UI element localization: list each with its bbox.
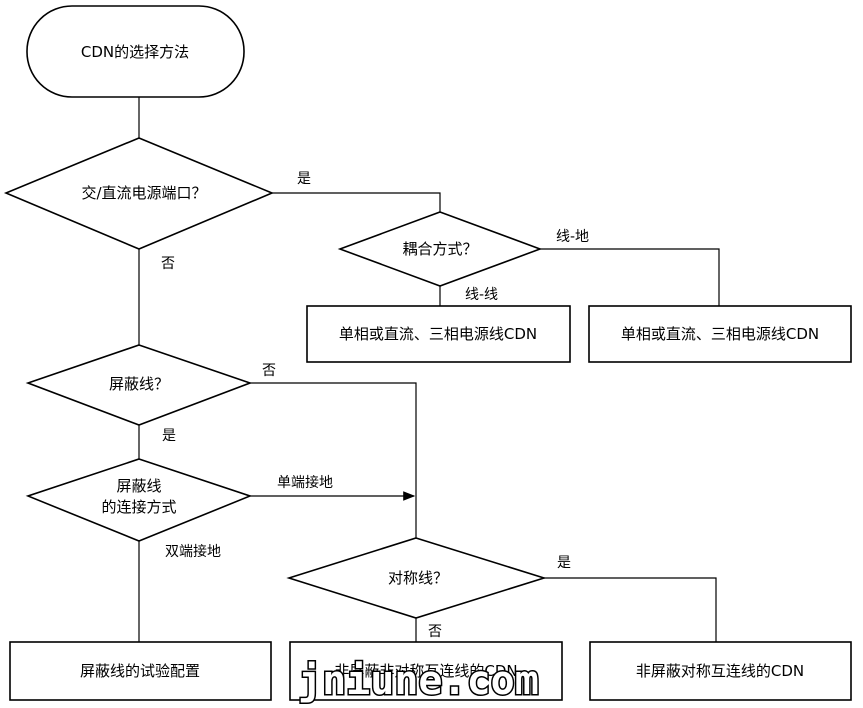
box-shield-test-config: 屏蔽线的试验配置 bbox=[9, 641, 272, 701]
decision-coupling-mode: 耦合方式？ bbox=[337, 211, 543, 287]
connector-port-yes bbox=[272, 192, 441, 212]
edge-single-end-ground-label: 单端接地 bbox=[277, 474, 333, 491]
decision-shielded: 屏蔽线？ bbox=[25, 344, 253, 426]
edge-coupling-line-line-label: 线-线 bbox=[465, 287, 498, 303]
connector-coupling-line-ground bbox=[540, 248, 720, 306]
edge-port-yes-label: 是 bbox=[297, 171, 311, 187]
edge-symmetric-yes-label: 是 bbox=[557, 555, 571, 571]
box-unshielded-asymmetric-cdn: 非屏蔽非对称互连线的CDN bbox=[289, 641, 563, 701]
decision-shielded-label: 屏蔽线？ bbox=[109, 375, 169, 393]
edge-port-no-label: 否 bbox=[161, 256, 175, 272]
edge-double-end-ground-label: 双端接地 bbox=[165, 543, 221, 560]
decision-coupling-mode-label: 耦合方式？ bbox=[402, 240, 477, 258]
start-label: CDN的选择方法 bbox=[81, 43, 189, 61]
decision-ac-dc-port-label: 交/直流电源端口？ bbox=[81, 184, 206, 202]
box-line-ground-cdn-label: 单相或直流、三相电源线CDN bbox=[621, 325, 819, 343]
connector-shielded-no bbox=[250, 382, 417, 538]
decision-shield-connection-label-line2: 的连接方式 bbox=[101, 498, 176, 516]
box-line-ground-cdn: 单相或直流、三相电源线CDN bbox=[588, 305, 852, 363]
box-unshielded-symmetric-cdn: 非屏蔽对称互连线的CDN bbox=[589, 641, 852, 701]
decision-ac-dc-port: 交/直流电源端口？ bbox=[3, 137, 275, 250]
edge-shielded-no-label: 否 bbox=[262, 363, 276, 379]
connector-symmetric-yes bbox=[544, 577, 717, 642]
decision-shield-connection: 屏蔽线 的连接方式 bbox=[25, 458, 253, 542]
decision-shield-connection-label-line1: 屏蔽线 bbox=[116, 477, 161, 495]
box-line-line-cdn-label: 单相或直流、三相电源线CDN bbox=[339, 325, 537, 343]
box-unshielded-symmetric-cdn-label: 非屏蔽对称互连线的CDN bbox=[636, 662, 804, 680]
connectors bbox=[138, 97, 720, 642]
edge-coupling-line-ground-label: 线-地 bbox=[556, 229, 589, 245]
edge-labels: 是 否 线-地 线-线 否 是 单端接地 双端接地 是 否 bbox=[161, 171, 589, 640]
decision-symmetric-label: 对称线？ bbox=[388, 569, 448, 587]
decision-symmetric: 对称线？ bbox=[286, 537, 547, 619]
box-shield-test-config-label: 屏蔽线的试验配置 bbox=[80, 662, 200, 680]
edge-symmetric-no-label: 否 bbox=[428, 624, 442, 640]
watermark: jniune.com bbox=[298, 658, 539, 704]
edge-shielded-yes-label: 是 bbox=[162, 428, 176, 444]
box-line-line-cdn: 单相或直流、三相电源线CDN bbox=[306, 305, 571, 363]
start-terminator: CDN的选择方法 bbox=[26, 5, 245, 98]
box-unshielded-asymmetric-cdn-label: 非屏蔽非对称互连线的CDN bbox=[334, 662, 517, 680]
